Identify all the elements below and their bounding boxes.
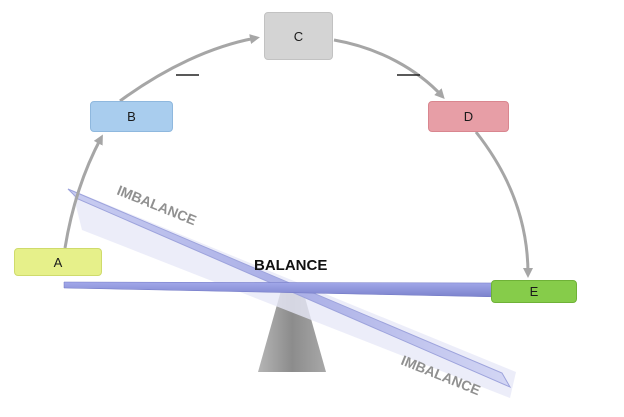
node-c-label: C: [293, 28, 304, 44]
arrow-c-to-d: [333, 38, 445, 99]
node-e: E: [491, 280, 577, 303]
arrow-a-to-b: [63, 134, 103, 249]
arrow-d-to-e: [474, 131, 533, 278]
node-d: D: [428, 101, 509, 132]
node-a: A: [14, 248, 102, 276]
node-b: B: [90, 101, 173, 132]
fulcrum: [258, 287, 326, 372]
node-d-label: D: [463, 109, 474, 124]
arrow-b-to-c: [119, 34, 260, 103]
node-b-label: B: [127, 109, 136, 124]
balance-label: BALANCE: [254, 257, 327, 274]
node-a-label: A: [53, 254, 63, 270]
node-c: C: [264, 12, 333, 60]
node-e-label: E: [529, 284, 539, 299]
